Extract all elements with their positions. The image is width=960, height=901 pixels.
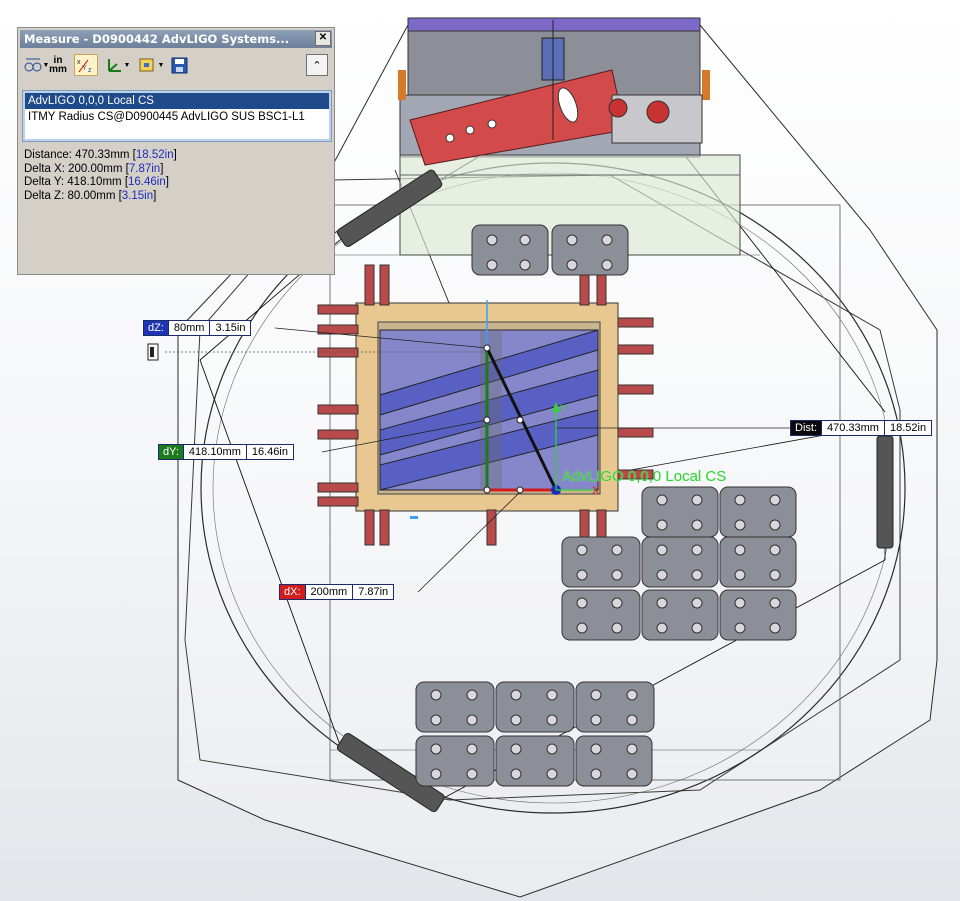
- top-purple-bar: [407, 17, 701, 32]
- dy-in-value: 16.46in: [245, 445, 293, 459]
- dist-callout[interactable]: Dist: 470.33mm 18.52in: [790, 420, 933, 436]
- units-top-label: in: [53, 55, 63, 66]
- coordinate-system-dropdown-icon[interactable]: ▼: [123, 61, 131, 69]
- selection-list[interactable]: AdvLIGO 0,0,0 Local CS ITMY Radius CS@D0…: [22, 90, 332, 142]
- upper-left-cylinder: [336, 169, 443, 247]
- dist-tag: Dist:: [791, 421, 821, 435]
- dist-mm-value: 470.33mm: [821, 421, 884, 435]
- dz-mm-value: 80mm: [167, 321, 210, 335]
- arc-condition-dropdown-icon[interactable]: ▼: [42, 61, 50, 69]
- coordinate-system-label[interactable]: AdvLIGO 0,0,0 Local CS: [562, 468, 727, 485]
- dz-in-value: 3.15in: [209, 321, 250, 335]
- result-delta-z: Delta Z: 80.00mm [3.15in]: [24, 189, 157, 202]
- create-point-icon[interactable]: [136, 54, 158, 76]
- dist-in-value: 18.52in: [883, 421, 931, 435]
- save-icon[interactable]: [169, 54, 191, 76]
- point-dropdown-icon[interactable]: ▼: [157, 61, 165, 69]
- dy-mm-value: 418.10mm: [182, 445, 246, 459]
- dy-tag: dY:: [159, 445, 183, 459]
- lower-left-cylinder: [336, 733, 445, 813]
- collapse-icon[interactable]: ⌃: [306, 54, 328, 76]
- dx-in-value: 7.87in: [352, 585, 393, 599]
- dx-tag: dX:: [280, 585, 305, 599]
- result-delta-x: Delta X: 200.00mm [7.87in]: [24, 162, 164, 175]
- chamber-inner-octagon: [184, 174, 901, 801]
- measure-panel-title[interactable]: Measure - D0900442 AdvLIGO Systems...: [20, 30, 332, 48]
- result-delta-y: Delta Y: 418.10mm [16.46in]: [24, 176, 169, 188]
- measure-results: Distance: 470.33mm [18.52in] Delta X: 20…: [24, 149, 177, 203]
- dx-mm-value: 200mm: [304, 585, 353, 599]
- close-icon[interactable]: ✕: [315, 31, 331, 46]
- axis-y-label: Y: [560, 403, 568, 415]
- svg-text:z: z: [88, 67, 92, 74]
- dx-callout[interactable]: dX: 200mm 7.87in: [279, 584, 395, 600]
- svg-text:x: x: [77, 59, 81, 66]
- selection-item[interactable]: AdvLIGO 0,0,0 Local CS: [25, 93, 329, 109]
- units-bottom-label: mm: [49, 64, 67, 75]
- dy-callout[interactable]: dY: 418.10mm 16.46in: [158, 444, 294, 460]
- arc-condition-icon[interactable]: [22, 54, 44, 76]
- coordinate-system-icon[interactable]: [102, 54, 124, 76]
- units-button[interactable]: in mm: [46, 54, 70, 76]
- result-distance: Distance: 470.33mm [18.52in]: [24, 149, 177, 161]
- right-cylinder: [876, 435, 894, 549]
- dz-tag: dZ:: [144, 321, 168, 335]
- measure-panel: Measure - D0900442 AdvLIGO Systems... ✕ …: [17, 27, 335, 275]
- svg-text:Y: Y: [82, 65, 87, 72]
- axis-x-label: X: [592, 485, 600, 497]
- dz-callout[interactable]: dZ: 80mm 3.15in: [143, 320, 252, 336]
- selection-item[interactable]: ITMY Radius CS@D0900445 AdvLIGO SUS BSC1…: [28, 111, 305, 123]
